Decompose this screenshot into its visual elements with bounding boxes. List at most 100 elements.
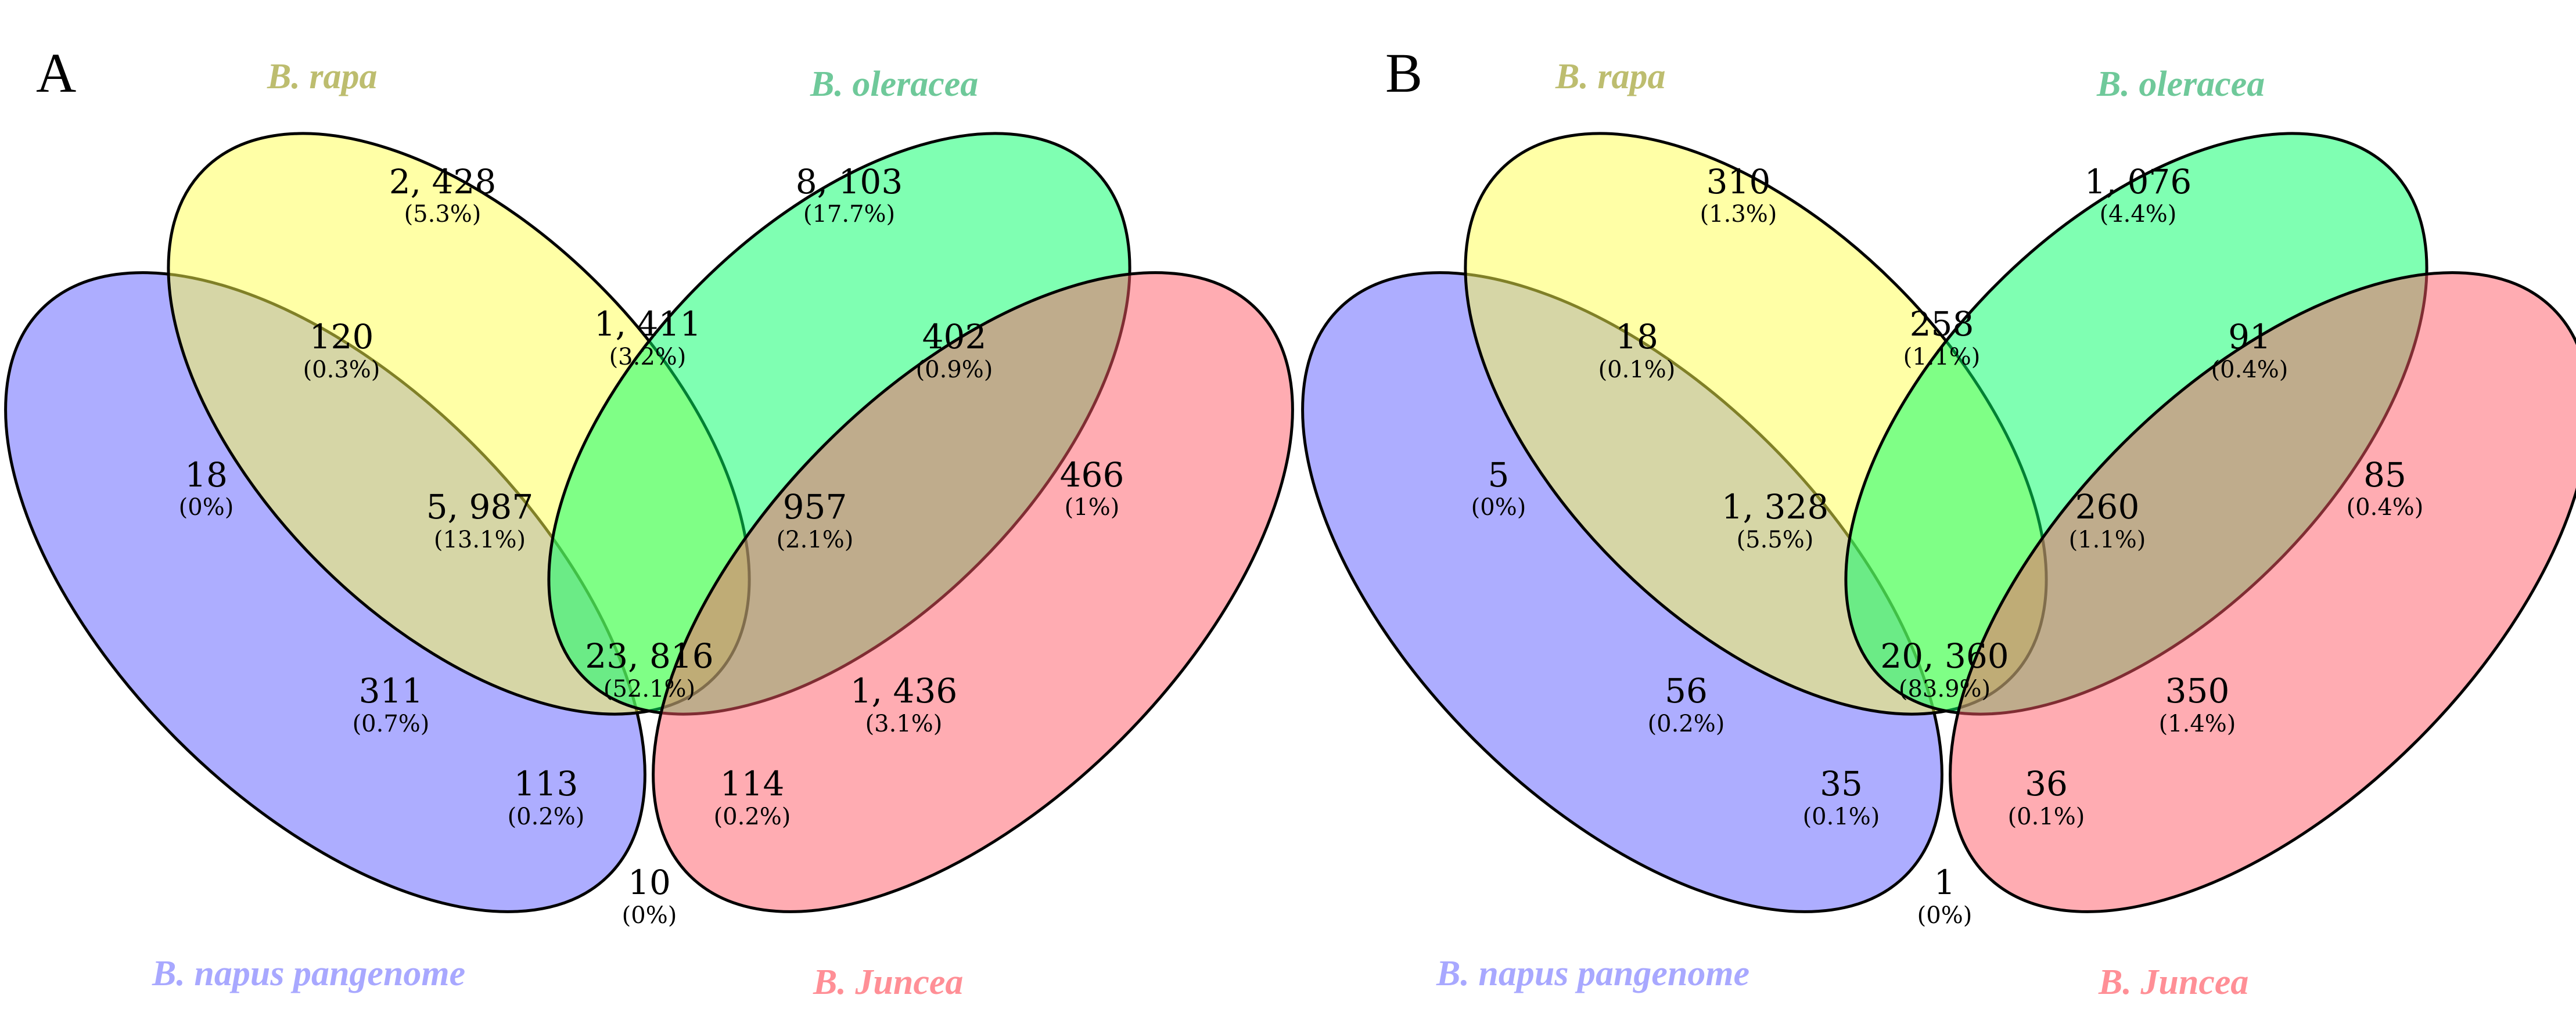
region-percent: (0.9%) [916, 356, 993, 383]
set-label-rapa: B. rapa [267, 57, 377, 96]
panel-letter: A [36, 42, 76, 104]
region-count: 10 [628, 863, 671, 902]
region-percent: (1.4%) [2159, 711, 2236, 737]
region-rapa-oleracea-juncea: 957 (2.1%) [777, 487, 854, 553]
region-rapa-oleracea: 1, 411 (3.2%) [594, 304, 701, 370]
region-percent: (0.1%) [2008, 803, 2085, 830]
set-label-napus: B. napus pangenome [152, 954, 465, 993]
set-label-napus: B. napus pangenome [1436, 954, 1749, 993]
region-rapa-oleracea-juncea: 260 (1.1%) [2069, 487, 2146, 553]
region-percent: (1%) [1065, 494, 1120, 521]
venn-panel-a: A B. rapa B. oleracea B. napus pangenome… [4, 42, 1294, 1002]
region-count: 36 [2025, 764, 2068, 803]
region-percent: (0%) [179, 494, 234, 521]
region-all-four: 20, 360 (83.9%) [1880, 636, 2009, 702]
set-label-oleracea: B. oleracea [2096, 64, 2265, 104]
region-count: 1, 328 [1722, 487, 1828, 527]
region-percent: (0.4%) [2347, 494, 2424, 521]
region-count: 466 [1060, 455, 1124, 495]
venn-panel-b: B B. rapa B. oleracea B. napus pangenome… [1301, 42, 2576, 1002]
region-count: 311 [359, 671, 423, 711]
set-label-oleracea: B. oleracea [810, 64, 978, 104]
region-count: 85 [2363, 455, 2406, 495]
region-count: 18 [185, 455, 228, 495]
region-count: 20, 360 [1880, 636, 2009, 676]
region-percent: (3.2%) [609, 344, 687, 370]
region-count: 1, 436 [850, 671, 957, 711]
region-percent: (5.5%) [1737, 527, 1814, 553]
region-count: 91 [2228, 317, 2271, 356]
region-count: 1, 076 [2085, 162, 2191, 201]
region-percent: (1.1%) [1903, 344, 1981, 370]
region-percent: (0.2%) [508, 803, 585, 830]
region-count: 1, 411 [594, 304, 701, 344]
region-percent: (5.3%) [404, 201, 482, 228]
region-count: 350 [2165, 671, 2230, 711]
region-count: 18 [1615, 317, 1658, 356]
region-rapa-juncea: 1, 436 (3.1%) [850, 671, 957, 737]
region-napus-oleracea: 311 (0.7%) [353, 671, 430, 737]
region-percent: (0.7%) [353, 711, 430, 737]
region-percent: (0%) [622, 902, 677, 929]
region-percent: (0.4%) [2211, 356, 2288, 383]
region-percent: (0.3%) [303, 356, 380, 383]
region-napus-only: 5 (0%) [1471, 455, 1526, 521]
panel-letter: B [1385, 42, 1422, 104]
region-percent: (0.2%) [714, 803, 791, 830]
region-percent: (13.1%) [434, 527, 526, 553]
region-count: 120 [310, 317, 374, 356]
ellipse-juncea [1949, 271, 2576, 913]
region-percent: (1.1%) [2069, 527, 2146, 553]
region-napus-rapa-juncea: 114 (0.2%) [714, 764, 791, 830]
region-percent: (1.3%) [1700, 201, 1777, 228]
region-count: 1 [1934, 863, 1956, 902]
region-napus-only: 18 (0%) [179, 455, 234, 521]
region-percent: (0.1%) [1803, 803, 1880, 830]
region-juncea-only: 466 (1%) [1060, 455, 1124, 521]
region-percent: (0%) [1471, 494, 1526, 521]
region-count: 5 [1488, 455, 1510, 495]
region-percent: (0.1%) [1598, 356, 1676, 383]
set-label-juncea: B. Juncea [2098, 963, 2248, 1002]
region-percent: (3.1%) [865, 711, 943, 737]
set-label-rapa: B. rapa [1555, 57, 1665, 96]
region-rapa-oleracea: 258 (1.1%) [1903, 304, 1981, 370]
region-oleracea-juncea: 91 (0.4%) [2211, 317, 2288, 383]
region-count: 260 [2075, 487, 2140, 527]
region-oleracea-juncea: 402 (0.9%) [916, 317, 993, 383]
region-napus-rapa-oleracea: 1, 328 (5.5%) [1722, 487, 1828, 553]
region-count: 35 [1820, 764, 1863, 803]
region-count: 258 [1910, 304, 1974, 344]
region-percent: (4.4%) [2100, 201, 2177, 228]
region-oleracea-only: 1, 076 (4.4%) [2085, 162, 2191, 228]
region-napus-oleracea-juncea: 113 (0.2%) [508, 764, 585, 830]
region-oleracea-only: 8, 103 (17.7%) [796, 162, 903, 228]
region-percent: (0%) [1917, 902, 1973, 929]
region-percent: (52.1%) [603, 676, 695, 702]
region-count: 23, 816 [585, 636, 713, 676]
ellipse-juncea [652, 271, 1294, 913]
region-napus-rapa: 120 (0.3%) [303, 317, 380, 383]
region-napus-juncea: 10 (0%) [622, 863, 677, 929]
set-label-juncea: B. Juncea [813, 963, 963, 1002]
region-rapa-only: 310 (1.3%) [1700, 162, 1777, 228]
region-percent: (0.2%) [1648, 711, 1725, 737]
region-count: 5, 987 [426, 487, 533, 527]
region-rapa-juncea: 350 (1.4%) [2159, 671, 2236, 737]
region-count: 310 [1706, 162, 1771, 201]
region-napus-oleracea-juncea: 35 (0.1%) [1803, 764, 1880, 830]
region-count: 113 [514, 764, 579, 803]
region-count: 56 [1665, 671, 1708, 711]
region-napus-rapa: 18 (0.1%) [1598, 317, 1676, 383]
region-napus-rapa-juncea: 36 (0.1%) [2008, 764, 2085, 830]
region-count: 2, 428 [389, 162, 496, 201]
region-count: 402 [922, 317, 987, 356]
region-napus-juncea: 1 (0%) [1917, 863, 1973, 929]
region-count: 957 [783, 487, 847, 527]
region-percent: (17.7%) [803, 201, 895, 228]
region-percent: (2.1%) [777, 527, 854, 553]
region-napus-rapa-oleracea: 5, 987 (13.1%) [426, 487, 533, 553]
region-all-four: 23, 816 (52.1%) [585, 636, 713, 702]
region-napus-oleracea: 56 (0.2%) [1648, 671, 1725, 737]
